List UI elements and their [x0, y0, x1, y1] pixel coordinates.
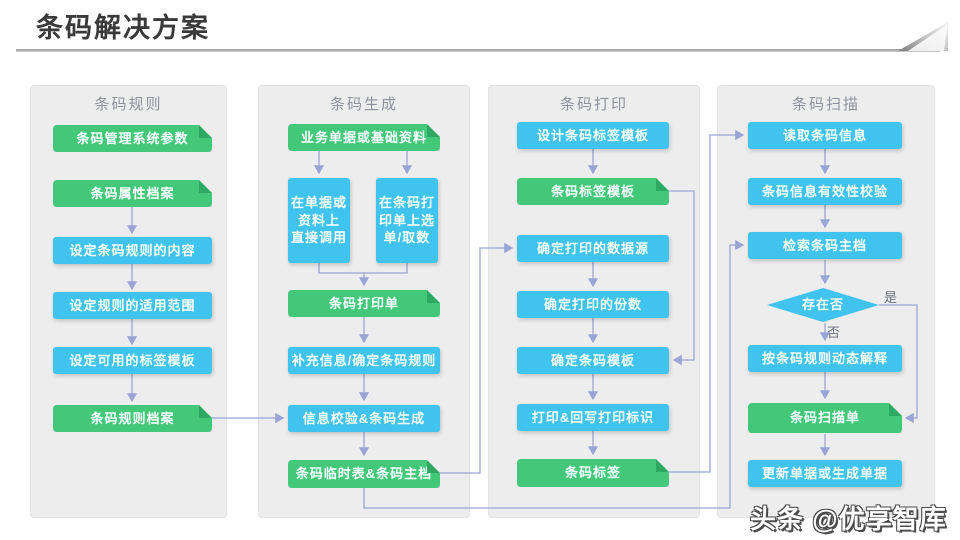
- node-set-rule-content: 设定条码规则的内容: [53, 237, 212, 264]
- node-confirm-template: 确定条码模板: [517, 347, 669, 374]
- node-confirm-datasource: 确定打印的数据源: [517, 235, 669, 262]
- node-update-generate-doc: 更新单据或生成单据: [748, 460, 902, 487]
- node-barcode-scan-order: 条码扫描单: [748, 403, 902, 433]
- title-underline: [16, 49, 940, 52]
- watermark: 头条 @优享智库: [750, 504, 947, 534]
- node-temp-table-master-file: 条码临时表&条码主档: [288, 460, 440, 488]
- branch-label-no: 否: [827, 325, 841, 340]
- node-design-label-template: 设计条码标签模板: [517, 122, 669, 149]
- node-business-doc-or-basic-data: 业务单据或基础资料: [288, 124, 440, 151]
- node-info-check-generate: 信息校验&条码生成: [288, 405, 440, 432]
- node-print-writeback-flag: 打印&回写打印标识: [517, 404, 669, 431]
- node-dynamic-interpret: 按条码规则动态解释: [748, 345, 902, 372]
- node-set-rule-scope: 设定规则的适用范围: [53, 292, 212, 319]
- node-barcode-print-order: 条码打印单: [288, 290, 440, 317]
- node-barcode-label-template: 条码标签模板: [517, 178, 669, 205]
- node-barcode-label: 条码标签: [517, 459, 669, 487]
- node-set-label-templates: 设定可用的标签模板: [53, 347, 212, 374]
- node-select-on-print-order: 在条码打 印单上选 单/取数: [376, 178, 438, 263]
- node-barcode-system-params: 条码管理系统参数: [53, 125, 212, 152]
- node-supplement-info-rule: 补充信息/确定条码规则: [288, 347, 440, 374]
- column-header-print: 条码打印: [559, 96, 628, 113]
- page-title: 条码解决方案: [36, 13, 210, 43]
- node-confirm-copies: 确定打印的份数: [517, 291, 669, 318]
- column-header-scan: 条码扫描: [791, 96, 860, 113]
- node-call-on-doc: 在单据或 资料上 直接调用: [288, 178, 350, 263]
- column-header-rules: 条码规则: [94, 96, 163, 113]
- node-read-barcode-info: 读取条码信息: [748, 122, 902, 149]
- node-search-master-file: 检索条码主档: [748, 232, 902, 259]
- column-header-generate: 条码生成: [329, 96, 398, 113]
- page-curl-icon: [898, 22, 948, 51]
- node-barcode-attribute-file: 条码属性档案: [53, 180, 212, 207]
- node-validity-check: 条码信息有效性校验: [748, 178, 902, 205]
- branch-label-yes: 是: [884, 290, 898, 305]
- node-barcode-rule-file: 条码规则档案: [53, 405, 212, 432]
